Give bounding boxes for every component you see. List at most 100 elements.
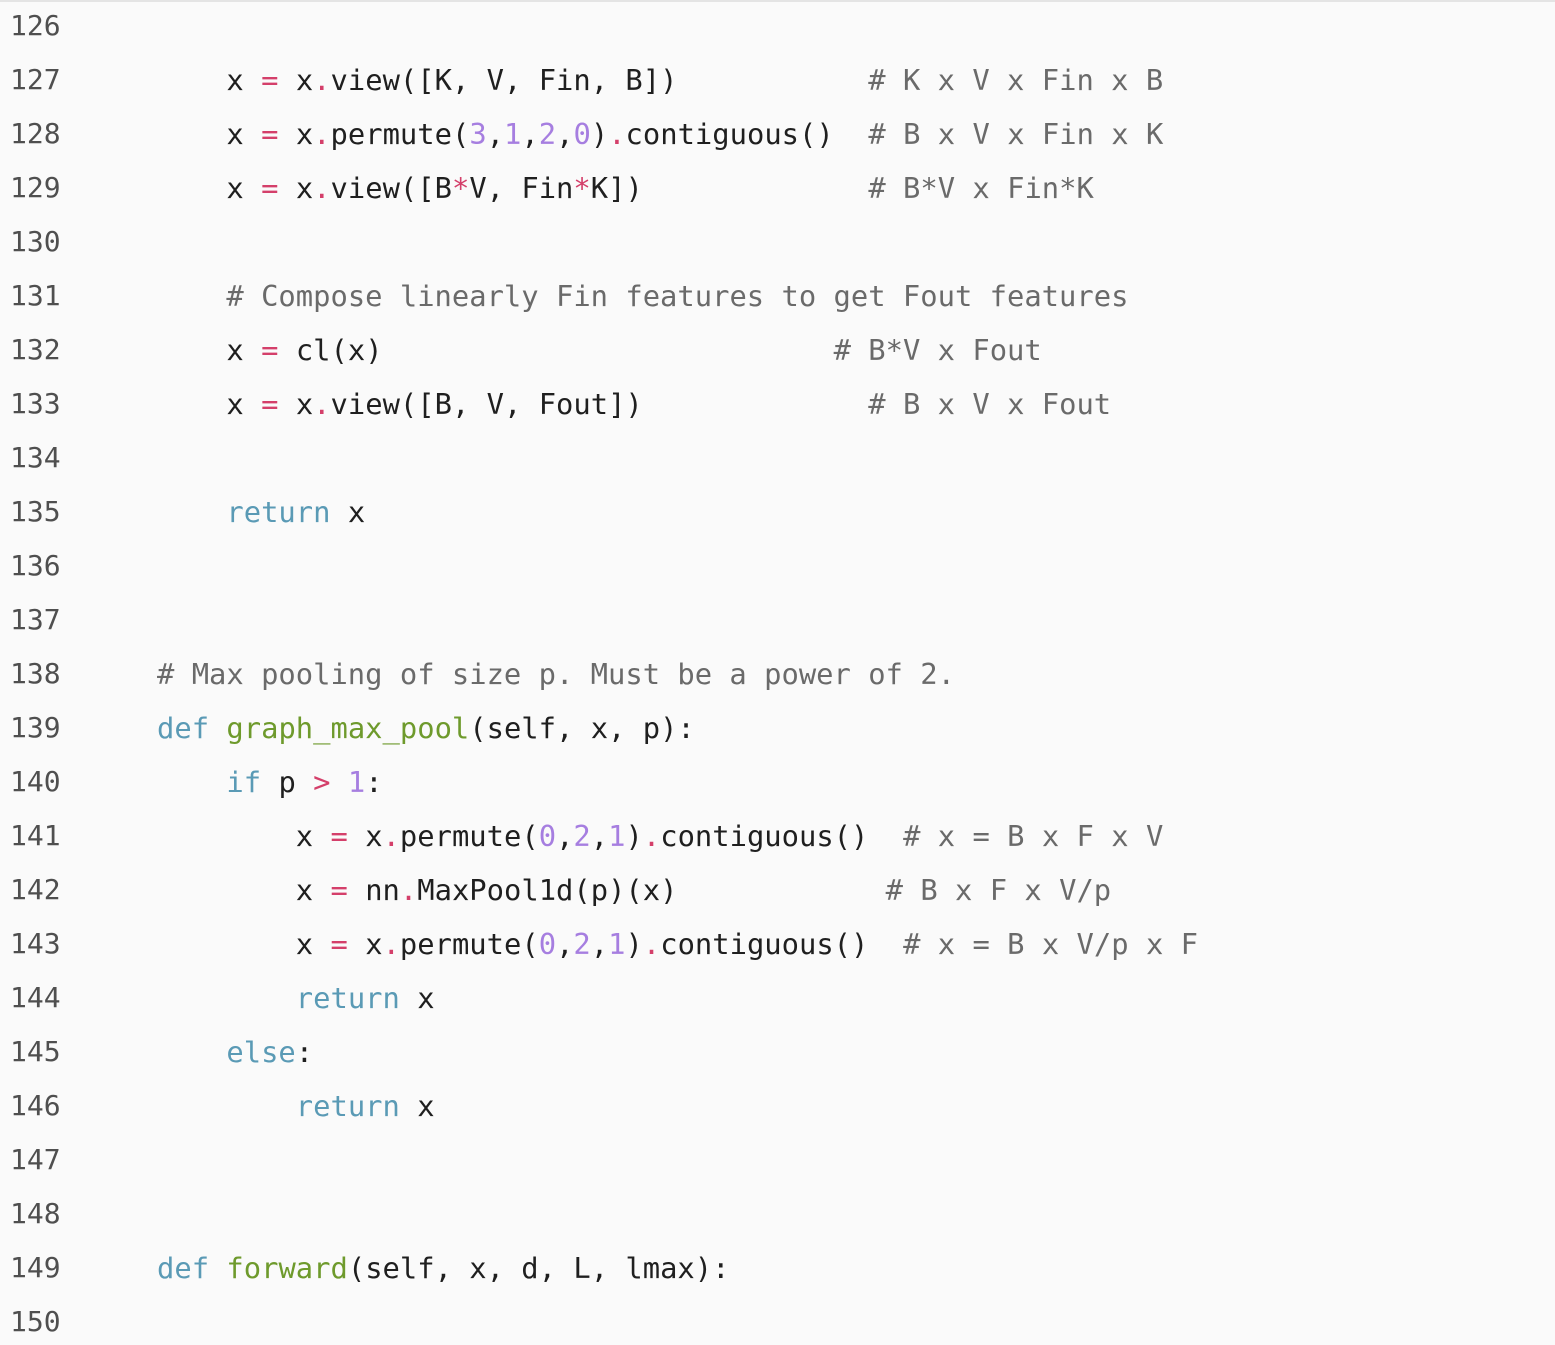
code-token: K]) (590, 171, 643, 205)
line-number: 131 (10, 279, 61, 312)
code-token (244, 63, 261, 97)
code-token: , (590, 927, 609, 961)
code-token: = (261, 171, 279, 205)
code-token (244, 333, 261, 367)
line-number: 126 (10, 9, 61, 42)
code-token: 0 (538, 927, 557, 961)
code-token: ) (590, 117, 609, 151)
code-token: ) (625, 927, 643, 961)
code-token: x (226, 63, 244, 97)
code-token: . (313, 117, 331, 151)
line-number: 130 (10, 225, 61, 258)
line-number: 133 (10, 387, 61, 420)
code-token (313, 873, 330, 907)
code-token: # B x V x Fout (868, 387, 1112, 421)
code-token: x (399, 1089, 435, 1123)
code-line: 134 (0, 431, 1555, 485)
code-token (157, 1089, 296, 1123)
line-number: 127 (10, 63, 61, 96)
code-token: x (347, 819, 383, 853)
code-token: = (261, 117, 279, 151)
line-code: x = cl(x) # B*V x Fout (157, 323, 1042, 377)
code-token: # B*V x Fout (833, 333, 1042, 367)
code-token: . (382, 819, 400, 853)
line-code: # Compose linearly Fin features to get F… (157, 269, 1128, 323)
code-token: contiguous() (625, 117, 834, 151)
code-token (244, 117, 261, 151)
code-token (157, 333, 226, 367)
code-token: , (486, 117, 505, 151)
code-token: = (330, 927, 348, 961)
code-token: = (261, 387, 279, 421)
code-token: , (521, 117, 539, 151)
code-token (157, 981, 296, 1015)
code-token: # Max pooling of size p. Must be a power… (157, 657, 955, 691)
code-token: # B x F x V/p (885, 873, 1112, 907)
line-number: 140 (10, 765, 61, 798)
code-token: x (226, 387, 244, 421)
code-token: contiguous() (660, 819, 869, 853)
code-token (834, 117, 869, 151)
code-line: 142 x = nn.MaxPool1d(p)(x) # B x F x V/p (0, 863, 1555, 917)
code-line: 136 (0, 539, 1555, 593)
code-token: forward (226, 1251, 348, 1285)
code-line: 133 x = x.view([B, V, Fout]) # B x V x F… (0, 377, 1555, 431)
code-token: x (330, 495, 366, 529)
code-token (157, 819, 296, 853)
code-token: ) (625, 819, 643, 853)
code-token: : (365, 765, 383, 799)
code-line: 150 (0, 1295, 1555, 1345)
code-line: 137 (0, 593, 1555, 647)
code-token: x (399, 981, 435, 1015)
code-token: , (556, 819, 574, 853)
code-token: contiguous() (660, 927, 869, 961)
code-line: 132 x = cl(x) # B*V x Fout (0, 323, 1555, 377)
code-token: 2 (538, 117, 557, 151)
code-token: . (313, 387, 331, 421)
code-token (383, 333, 834, 367)
code-token: 1 (608, 819, 626, 853)
code-token: return (295, 981, 400, 1015)
line-number: 129 (10, 171, 61, 204)
code-token: x (295, 927, 314, 961)
code-line: 140 if p > 1: (0, 755, 1555, 809)
code-token: permute( (330, 117, 470, 151)
line-number: 149 (10, 1251, 61, 1284)
line-number: 135 (10, 495, 61, 528)
code-token: permute( (399, 819, 539, 853)
line-code: x = x.view([K, V, Fin, B]) # K x V x Fin… (157, 53, 1163, 107)
code-token: # K x V x Fin x B (868, 63, 1164, 97)
code-token: # Compose linearly Fin features to get F… (226, 279, 1129, 313)
code-token: 0 (573, 117, 591, 151)
code-token: view([B, V, Fout]) (330, 387, 643, 421)
code-token: : (295, 1035, 314, 1069)
code-token: # x = B x F x V (903, 819, 1164, 853)
code-token: . (642, 927, 661, 961)
code-token (157, 927, 296, 961)
code-line: 148 (0, 1187, 1555, 1241)
code-token: x (347, 927, 383, 961)
code-line: 141 x = x.permute(0,2,1).contiguous() # … (0, 809, 1555, 863)
code-line: 144 return x (0, 971, 1555, 1025)
line-code: if p > 1: (157, 755, 383, 809)
line-code: return x (157, 1079, 435, 1133)
code-token: if (226, 765, 262, 799)
line-number: 141 (10, 819, 61, 852)
code-token (157, 495, 226, 529)
code-token: 1 (347, 765, 366, 799)
code-token: 3 (469, 117, 487, 151)
code-token (157, 63, 226, 97)
code-line: 127 x = x.view([K, V, Fin, B]) # K x V x… (0, 53, 1555, 107)
code-token: def (157, 1251, 210, 1285)
code-token (868, 819, 903, 853)
code-token (313, 819, 330, 853)
code-token: x (278, 171, 314, 205)
code-token: cl(x) (278, 333, 383, 367)
code-token: = (330, 819, 348, 853)
line-code: def graph_max_pool(self, x, p): (157, 701, 695, 755)
code-token: . (399, 873, 418, 907)
code-line: 147 (0, 1133, 1555, 1187)
